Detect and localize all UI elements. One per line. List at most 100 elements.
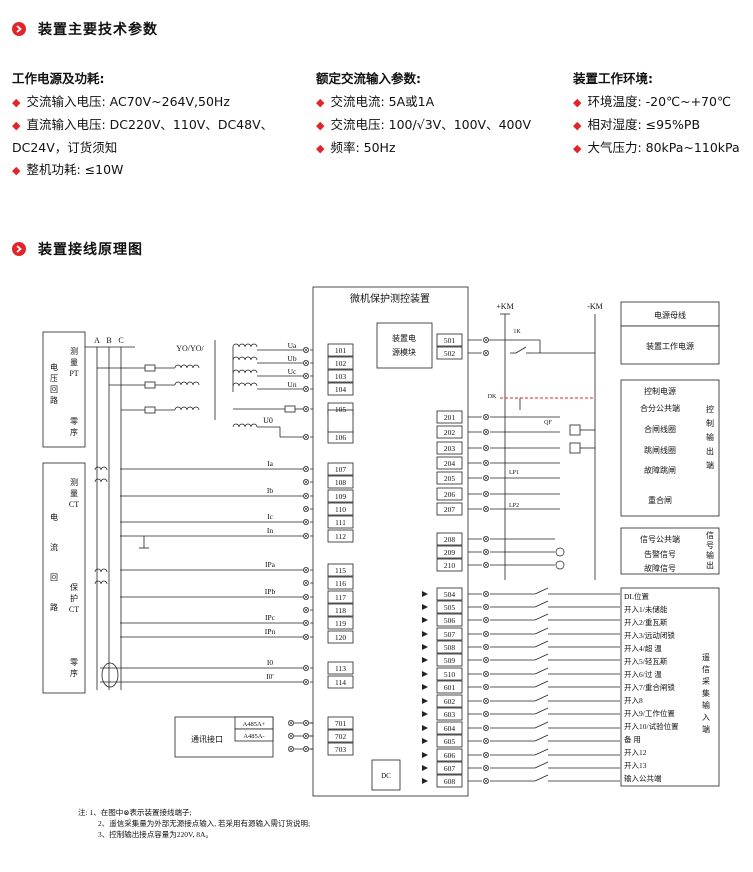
diamond-icon: ◆ bbox=[316, 142, 325, 155]
comm-input-label: 信 bbox=[702, 664, 710, 674]
terminal-block bbox=[327, 356, 354, 370]
terminal-block bbox=[327, 382, 354, 396]
comm-input-label: 入 bbox=[702, 713, 710, 722]
terminal-block bbox=[436, 667, 463, 681]
diode-icon bbox=[422, 725, 428, 731]
terminal-number: 112 bbox=[335, 532, 346, 541]
control-item-label: 重合闸 bbox=[648, 495, 672, 505]
terminal-block bbox=[327, 409, 354, 433]
phase-label: C bbox=[118, 336, 123, 345]
coil-label: LP2 bbox=[509, 503, 519, 509]
control-item-label: 故障跳闸 bbox=[644, 465, 676, 475]
terminal-cross bbox=[288, 720, 294, 726]
zero-seq-label: 零 bbox=[70, 658, 78, 667]
1k-contact-icon bbox=[515, 346, 527, 354]
power-item: ◆交流输入电压: AC70V~264V,50Hz bbox=[12, 94, 230, 109]
measure-ct-label: CT bbox=[69, 500, 79, 509]
terminal-cross bbox=[303, 466, 309, 472]
terminal-cross bbox=[483, 617, 489, 623]
terminal-block bbox=[327, 675, 354, 689]
zero-ct-icon bbox=[101, 662, 119, 688]
terminal-block bbox=[436, 333, 463, 347]
terminal-cross bbox=[483, 562, 489, 568]
terminal-cross bbox=[303, 665, 309, 671]
voltage-label: 路 bbox=[50, 395, 58, 405]
input-contact-icon bbox=[534, 600, 549, 608]
terminal-number: 104 bbox=[335, 385, 347, 394]
input-contact-icon bbox=[534, 613, 549, 621]
terminal-number: 701 bbox=[335, 719, 347, 728]
comm-input-label: 采 bbox=[702, 676, 710, 686]
terminal-cross bbox=[303, 620, 309, 626]
terminal-cross bbox=[303, 506, 309, 512]
comm-input-label: 端 bbox=[702, 724, 710, 734]
pt-coil-icon bbox=[174, 406, 200, 411]
diode-icon bbox=[422, 657, 428, 663]
terminal-cross bbox=[303, 733, 309, 739]
protect-ct-label: 护 bbox=[70, 593, 78, 603]
terminal-number: 507 bbox=[444, 630, 456, 639]
wiring-section-header: 装置接线原理图 bbox=[12, 239, 143, 259]
fuse-icon bbox=[144, 381, 156, 389]
terminal-cross bbox=[483, 337, 489, 343]
terminal-cross bbox=[303, 434, 309, 440]
signal-label: Uc bbox=[288, 367, 297, 376]
diode-icon bbox=[422, 684, 428, 690]
terminal-number: 117 bbox=[335, 593, 346, 602]
power-module-label: 装置电 bbox=[392, 333, 416, 343]
terminal-cross bbox=[483, 698, 489, 704]
terminal-block bbox=[436, 600, 463, 614]
comm-port-label: A485A+ bbox=[243, 721, 266, 728]
signal-box bbox=[620, 527, 720, 575]
terminal-block bbox=[327, 630, 354, 644]
comm-input-label: 输 bbox=[702, 700, 710, 710]
terminal-cross bbox=[303, 386, 309, 392]
comm-label: 通讯接口 bbox=[191, 734, 223, 744]
signal-output-label: 输 bbox=[706, 550, 714, 560]
comm-item-label: 开入13 bbox=[624, 761, 647, 770]
signal-label: Ib bbox=[267, 486, 273, 495]
rated-item: ◆频率: 50Hz bbox=[316, 140, 396, 155]
terminal-cross bbox=[483, 460, 489, 466]
comm-item-label: 备 用 bbox=[624, 734, 641, 744]
terminal-cross bbox=[303, 533, 309, 539]
terminal-number: 502 bbox=[444, 349, 456, 358]
signal-output-label: 信 bbox=[706, 530, 714, 540]
comm-item-label: 开入7/重合闸锁 bbox=[624, 682, 675, 692]
input-contact-icon bbox=[534, 707, 549, 715]
terminal-number: 607 bbox=[444, 764, 456, 773]
terminal-cross bbox=[483, 549, 489, 555]
diode-icon bbox=[422, 698, 428, 704]
ct-coil-icon bbox=[94, 580, 108, 585]
comm-port bbox=[234, 728, 274, 742]
measure-pt-label: 量 bbox=[70, 358, 78, 367]
terminal-number: 604 bbox=[444, 724, 456, 733]
terminal-number: 207 bbox=[444, 505, 456, 514]
comm-item-label: 开入3/远动闭锁 bbox=[624, 630, 675, 640]
diode-icon bbox=[422, 644, 428, 650]
u0-coil-icon bbox=[232, 423, 258, 428]
signal-label: IPb bbox=[265, 587, 276, 596]
comm-item-label: 开入8 bbox=[624, 696, 643, 705]
diode-icon bbox=[422, 604, 428, 610]
terminal-number: 703 bbox=[335, 745, 347, 754]
terminal-number: 601 bbox=[444, 683, 456, 692]
terminal-number: 501 bbox=[444, 336, 456, 345]
rated-item: ◆交流电流: 5A或1A bbox=[316, 94, 435, 109]
terminal-number: 201 bbox=[444, 413, 456, 422]
pt-coil-icon bbox=[174, 364, 200, 369]
diamond-icon: ◆ bbox=[12, 164, 21, 177]
terminal-block bbox=[327, 563, 354, 577]
terminal-block bbox=[436, 653, 463, 667]
terminal-cross bbox=[483, 536, 489, 542]
note-text: 注: 1、在图中⊗表示装置接线端子; bbox=[78, 807, 192, 817]
control-output-label: 端 bbox=[706, 460, 714, 470]
diode-icon bbox=[422, 617, 428, 623]
voltage-label: 回 bbox=[50, 385, 58, 394]
input-contact-icon bbox=[534, 627, 549, 635]
terminal-number: 102 bbox=[335, 359, 347, 368]
rated-column: 额定交流输入参数: ◆交流电流: 5A或1A ◆交流电压: 100/√3V、10… bbox=[316, 68, 531, 160]
signal-item-label: 故障信号 bbox=[644, 563, 676, 573]
lamp-icon bbox=[555, 547, 565, 557]
rated-title: 额定交流输入参数: bbox=[316, 71, 421, 86]
